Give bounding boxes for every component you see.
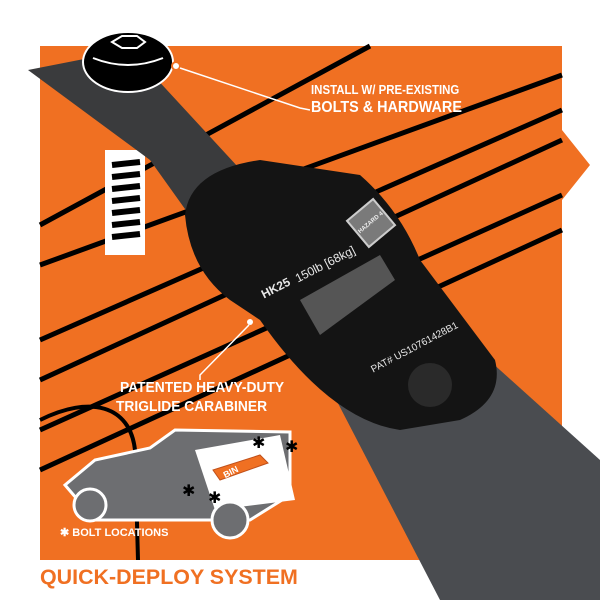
- bolt-locations-legend: ✱ BOLT LOCATIONS: [60, 527, 169, 539]
- callout-dot-2: [247, 319, 253, 325]
- curve-line: [39, 404, 140, 561]
- svg-text:✱: ✱: [285, 437, 298, 456]
- jeep-diagram: ✱ ✱ ✱ ✱: [62, 428, 298, 540]
- carabiner-slot: [300, 255, 395, 335]
- carabiner-callout-line2: TRIGLIDE CARABINER: [116, 398, 268, 415]
- footer-title: QUICK-DEPLOY SYSTEM: [40, 566, 298, 589]
- carabiner-callout-line1: PATENTED HEAVY-DUTY: [120, 379, 285, 396]
- hardware-callout-line1: INSTALL W/ PRE-EXISTING: [311, 82, 460, 97]
- svg-text:✱: ✱: [182, 481, 195, 500]
- bolt-icon: [105, 150, 145, 255]
- callout-dot: [171, 61, 181, 71]
- svg-text:✱: ✱: [252, 433, 265, 452]
- svg-text:✱: ✱: [208, 488, 221, 507]
- hardware-callout-line2: BOLTS & HARDWARE: [311, 99, 462, 116]
- bolt-head: [82, 31, 174, 93]
- bin-icon: [212, 454, 269, 481]
